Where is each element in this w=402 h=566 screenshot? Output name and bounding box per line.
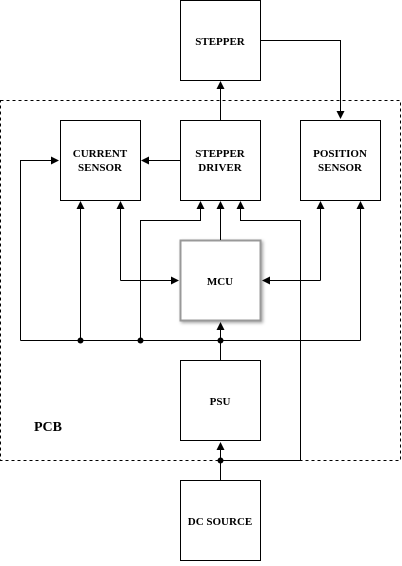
position-sensor-block: POSITION SENSOR: [300, 120, 381, 201]
mcu-label: MCU: [207, 276, 233, 288]
connector-stepper-to-position-sensor: [261, 40, 345, 119]
dc-source-to-driver: [220, 201, 301, 461]
junction-dot: [217, 337, 224, 344]
pcb-label: PCB: [34, 420, 62, 435]
current-sensor-block: CURRENT SENSOR: [60, 120, 141, 201]
junction-dot: [77, 337, 84, 344]
power-to-driver: [140, 201, 205, 341]
pcb-boundary: [0, 100, 401, 461]
dc-source-block: DC SOURCE: [180, 480, 261, 561]
stepper-block: STEPPER: [180, 0, 261, 81]
current-sensor-label-line2: SENSOR: [78, 162, 123, 174]
mcu-block: MCU: [179, 239, 262, 322]
position-sensor-label-line1: POSITION: [313, 148, 367, 160]
junction-dot: [137, 337, 144, 344]
junction-dot: [217, 457, 224, 464]
position-sensor-label-line2: SENSOR: [318, 162, 363, 174]
current-sensor-label-line1: CURRENT: [73, 148, 128, 160]
stepper-label: STEPPER: [195, 36, 246, 48]
stepper-driver-label-line2: DRIVER: [198, 162, 242, 174]
power-to-current-sensor-left: [20, 156, 59, 341]
dc-source-label: DC SOURCE: [188, 516, 252, 528]
psu-block: PSU: [180, 360, 261, 441]
psu-label: PSU: [210, 396, 231, 408]
stepper-driver-block: STEPPER DRIVER: [180, 120, 261, 201]
stepper-driver-label-line1: STEPPER: [195, 148, 246, 160]
